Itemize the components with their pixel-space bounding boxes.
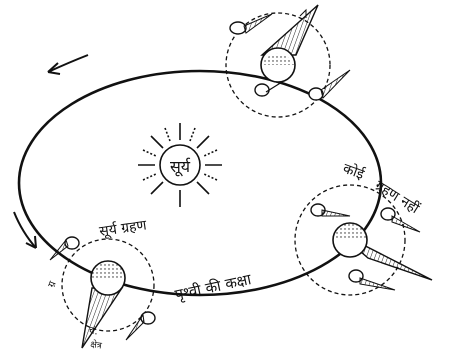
shadow-cone-icon xyxy=(262,5,318,55)
earth-position-bottom-left xyxy=(50,237,155,348)
small-label-2: चं. xyxy=(87,324,98,337)
direction-arrow-icon xyxy=(48,55,88,74)
earth-orbit xyxy=(19,71,381,295)
earth-position-top xyxy=(226,5,350,117)
solar-eclipse-label: सूर्य ग्रहण xyxy=(98,216,148,240)
orbit-label: पृथ्वी की कक्षा xyxy=(173,270,254,305)
no-eclipse-label-1: कोई xyxy=(341,160,368,184)
small-label-1: ग्र xyxy=(46,280,58,289)
moon-icon xyxy=(230,22,246,34)
sun-label: सूर्य xyxy=(170,157,191,177)
shadow-cone-icon xyxy=(82,288,122,348)
direction-arrow-icon xyxy=(14,212,36,248)
small-label-3: क्षेत्र xyxy=(90,338,104,352)
moon-icon xyxy=(255,84,269,96)
